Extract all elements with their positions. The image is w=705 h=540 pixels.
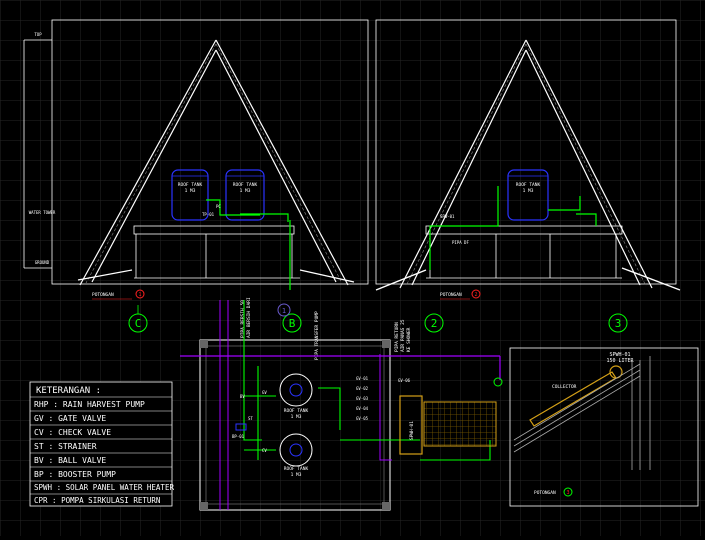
section-right-cut-label: POTONGAN bbox=[440, 292, 462, 298]
detail-title: SPWH-01 bbox=[609, 352, 630, 358]
plan-st-tag: ST bbox=[248, 416, 253, 421]
legend-item-spwh: SPWH : SOLAR PANEL WATER HEATER bbox=[34, 483, 174, 492]
detail-cut-number: 3 bbox=[566, 490, 569, 496]
plan-valve-3: GV-03 bbox=[356, 396, 369, 401]
pipa-df-tag: PIPA DF bbox=[452, 240, 469, 245]
hot-water-line bbox=[180, 355, 501, 380]
section-right-pipe bbox=[429, 186, 597, 270]
axis-label-2: 2 bbox=[431, 317, 438, 330]
axis-label-3: 3 bbox=[615, 317, 622, 330]
roof-tank-a-volume: 1 M3 bbox=[185, 188, 196, 194]
collector-label: COLLECTOR bbox=[552, 384, 577, 390]
elevation-tower-label: WATER TOWER bbox=[29, 210, 56, 215]
plan-cv-tag: CV bbox=[262, 448, 267, 453]
section-right: ROOF TANK 1 M3 SPW-01 PIPA DF POTONGAN 2 bbox=[375, 19, 681, 300]
section-left-roof bbox=[79, 39, 349, 286]
legend-item-bv: BV : BALL VALVE bbox=[34, 456, 106, 465]
section-left-cut-label: POTONGAN bbox=[92, 292, 114, 298]
axis-bubble-b bbox=[282, 313, 302, 333]
plan-bp-tag: BP-01 bbox=[232, 434, 245, 439]
plan-valve-2: GV-02 bbox=[356, 386, 369, 391]
riser-label-a: PIPA BERSIH 50 bbox=[240, 300, 246, 338]
detail-view: SPWH-01 150 LITER COLLECTOR POTONGAN 3 bbox=[509, 347, 699, 507]
roof-tank-a-label: ROOF TANK bbox=[178, 182, 203, 188]
legend-title: KETERANGAN : bbox=[36, 386, 101, 396]
riser-label-b: AIR BERSIH DARI bbox=[246, 297, 252, 338]
roof-tank-b-label: ROOF TANK bbox=[233, 182, 258, 188]
plan-tank-b-volume: 1 M3 bbox=[291, 472, 302, 478]
plan-valve-4: GV-04 bbox=[356, 406, 369, 411]
roof-tank-c bbox=[507, 169, 549, 221]
plan-tank-a bbox=[279, 373, 313, 407]
plan-bv-tag: BV bbox=[240, 394, 245, 399]
section-right-cut-number: 2 bbox=[474, 292, 477, 298]
section-right-roof bbox=[399, 39, 653, 289]
tp-tag: TP-01 bbox=[202, 212, 215, 217]
legend-item-cv: CV : CHECK VALVE bbox=[34, 428, 111, 437]
collector-panel bbox=[529, 371, 617, 427]
axis-label-1: 1 bbox=[282, 307, 286, 315]
plan-outer-wall bbox=[199, 339, 391, 511]
axis-label-b: B bbox=[289, 317, 296, 330]
plan-view: ROOF TANK 1 M3 ROOF TANK 1 M3 BV GV CV S… bbox=[180, 300, 503, 511]
plan-gv-tag: GV bbox=[262, 390, 267, 395]
cold-water-line bbox=[243, 300, 491, 461]
riser-label-f: KE SHOWER bbox=[406, 327, 412, 352]
elevation-base-tag: GROUND bbox=[35, 260, 50, 265]
plan-valve-1: GV-01 bbox=[356, 376, 369, 381]
roof-tank-a bbox=[171, 169, 209, 221]
axis-bubble-3 bbox=[608, 313, 628, 333]
elevation-top-tag: TOP bbox=[34, 32, 42, 37]
section-left-pipe bbox=[206, 199, 291, 290]
roof-tank-b-volume: 1 M3 bbox=[240, 188, 251, 194]
grid-axes: C B 2 3 1 bbox=[128, 303, 628, 333]
elevation-scale: TOP WATER TOWER GROUND bbox=[23, 32, 56, 269]
plan-tank-a-volume: 1 M3 bbox=[291, 414, 302, 420]
axis-bubble-1 bbox=[277, 303, 291, 317]
legend: KETERANGAN : RHP : RAIN HARVEST PUMP GV … bbox=[29, 381, 174, 507]
detail-frame bbox=[509, 347, 699, 507]
section-right-frame bbox=[375, 19, 677, 285]
axis-label-c: C bbox=[135, 317, 142, 330]
solar-heater-tag: SPWH-01 bbox=[409, 421, 415, 440]
riser-labels: PIPA BERSIH 50 AIR BERSIH DARI PIPA TRAN… bbox=[240, 297, 412, 360]
section-left: ROOF TANK 1 M3 ROOF TANK 1 M3 PC TP-01 P… bbox=[51, 19, 369, 300]
axis-bubble-c bbox=[128, 313, 148, 333]
plan-tank-a-label: ROOF TANK bbox=[284, 408, 309, 414]
section-left-cut-number: 1 bbox=[138, 292, 141, 298]
legend-item-gv: GV : GATE VALVE bbox=[34, 414, 106, 423]
riser-label-c: PIPA TRANSFER PUMP bbox=[314, 311, 320, 360]
detail-cut-label: POTONGAN bbox=[534, 490, 556, 496]
plan-tank-b bbox=[279, 433, 313, 467]
riser-label-d: PIPA RETURN bbox=[394, 322, 400, 352]
section-left-frame bbox=[51, 19, 369, 285]
solar-heater-body bbox=[399, 395, 423, 455]
solar-collector-panel bbox=[423, 401, 497, 447]
legend-item-cpr: CPR : POMPA SIRKULASI RETURN bbox=[34, 496, 160, 505]
legend-box bbox=[29, 381, 173, 507]
legend-item-st: ST : STRAINER bbox=[34, 442, 97, 451]
legend-item-rhp: RHP : RAIN HARVEST PUMP bbox=[34, 400, 145, 409]
plan-valve-5: GV-05 bbox=[356, 416, 369, 421]
riser-label-e: AIR PANAS 25 bbox=[400, 319, 406, 352]
detail-subtitle: 150 LITER bbox=[606, 358, 634, 364]
pc-tag: PC bbox=[216, 204, 221, 209]
roof-tank-c-label: ROOF TANK bbox=[516, 182, 541, 188]
roof-tank-b bbox=[225, 169, 265, 221]
plan-valve-6: GV-06 bbox=[398, 378, 411, 383]
spw-tag: SPW-01 bbox=[440, 214, 455, 219]
plan-tank-b-label: ROOF TANK bbox=[284, 466, 309, 472]
roof-tank-c-volume: 1 M3 bbox=[523, 188, 534, 194]
booster-pump bbox=[235, 423, 247, 431]
axis-bubble-2 bbox=[424, 313, 444, 333]
legend-item-bp: BP : BOOSTER PUMP bbox=[34, 470, 116, 479]
